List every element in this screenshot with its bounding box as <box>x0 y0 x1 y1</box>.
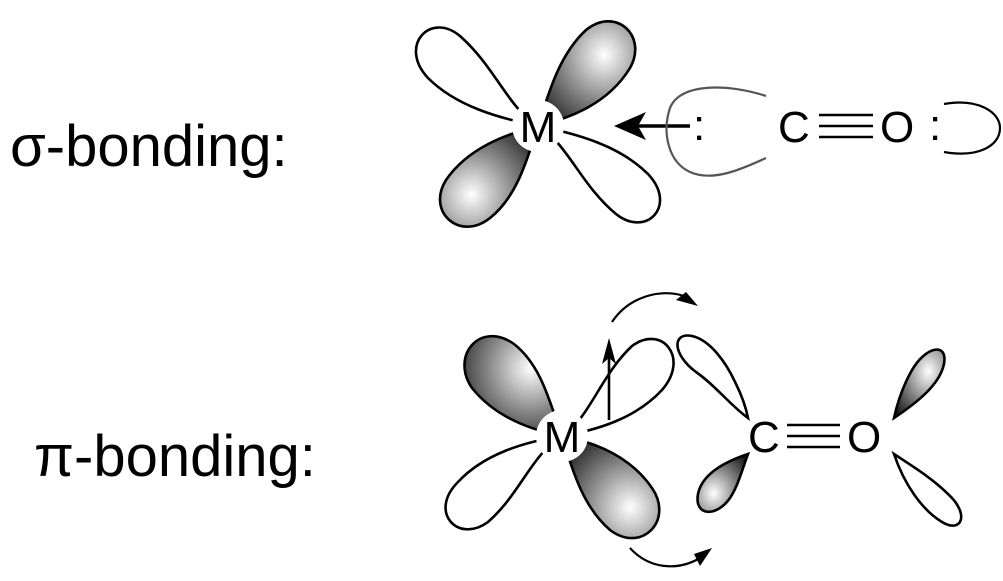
sigma-bonding-label: σ-bonding: <box>10 114 288 179</box>
pi-bonding-section: π-bonding: M C O <box>34 292 963 568</box>
pi-metal-d-orbital <box>444 334 675 540</box>
sigma-bonding-section: σ-bonding: M : C O : <box>10 20 1002 228</box>
sigma-lobe-lower-right <box>537 124 662 224</box>
pi-triple-bond <box>787 423 840 449</box>
oxygen-lone-pair-lobe <box>943 101 1002 155</box>
sigma-lobe-upper-left <box>414 26 539 128</box>
electron-spin-arrowhead <box>602 338 616 364</box>
pi-oxygen-symbol: O <box>847 413 881 462</box>
sigma-triple-bond <box>819 113 873 139</box>
oxygen-pi-star-lobe-lower <box>891 450 963 527</box>
carbon-pi-star-lobe-upper <box>676 334 750 421</box>
pi-carbon-symbol: C <box>748 413 780 462</box>
sigma-oxygen-symbol: O <box>880 103 914 152</box>
back-donation-arrowhead-bottom <box>694 548 712 566</box>
sigma-metal-d-orbital <box>414 20 662 228</box>
sigma-carbon-symbol: C <box>778 103 810 152</box>
pi-lobe-upper-right <box>561 337 675 438</box>
back-donation-arrowhead-top <box>676 292 698 306</box>
oxygen-lone-pair-dots: : <box>929 101 941 150</box>
pi-lobe-lower-right <box>560 434 661 540</box>
carbon-lone-pair-dots: : <box>693 101 705 150</box>
carbon-pi-star-lobe-lower <box>696 451 751 514</box>
sigma-metal-symbol: M <box>520 103 557 152</box>
carbon-lone-pair-lobe <box>665 86 767 177</box>
sigma-lobe-lower-left <box>438 124 540 228</box>
pi-metal-symbol: M <box>544 413 581 462</box>
back-donation-arrow-top <box>611 292 691 323</box>
sigma-lobe-upper-right <box>536 20 637 128</box>
oxygen-pi-star-lobe-upper <box>892 348 946 421</box>
sigma-donation-arrowhead <box>614 112 646 140</box>
pi-lobe-upper-left <box>463 334 565 438</box>
back-donation-arrow-bottom <box>629 547 701 568</box>
pi-bonding-label: π-bonding: <box>34 424 316 489</box>
pi-lobe-lower-left <box>444 434 563 531</box>
sigma-metal-center <box>512 100 564 152</box>
pi-metal-center <box>536 410 588 462</box>
